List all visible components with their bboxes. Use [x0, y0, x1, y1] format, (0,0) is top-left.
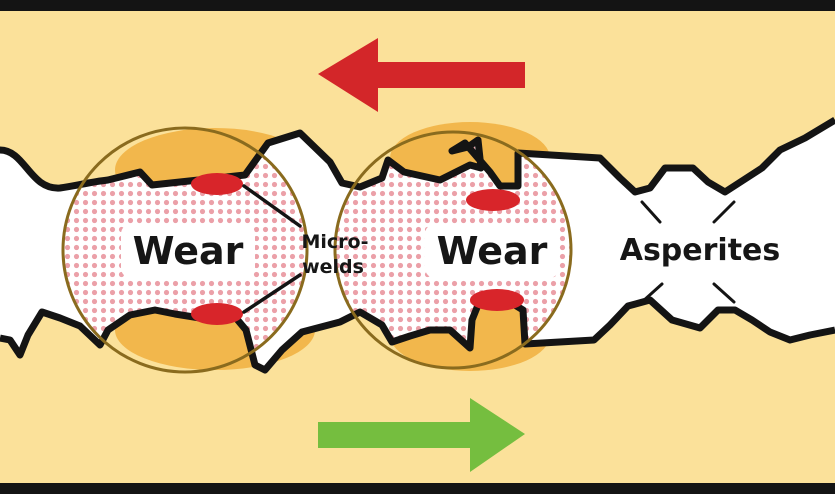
microwelds-label-line1: Micro-	[302, 231, 369, 253]
microweld-spot	[470, 289, 524, 311]
asperites-label: Asperites	[620, 233, 781, 268]
microweld-spot	[466, 189, 520, 211]
wear-left-label: Wear	[133, 229, 244, 273]
microweld-spot	[191, 303, 243, 325]
top-border	[0, 0, 835, 11]
microweld-spot	[191, 173, 243, 195]
bottom-border	[0, 483, 835, 494]
microwelds-label-line2: welds	[302, 256, 364, 278]
wear-right-label: Wear	[437, 229, 548, 273]
